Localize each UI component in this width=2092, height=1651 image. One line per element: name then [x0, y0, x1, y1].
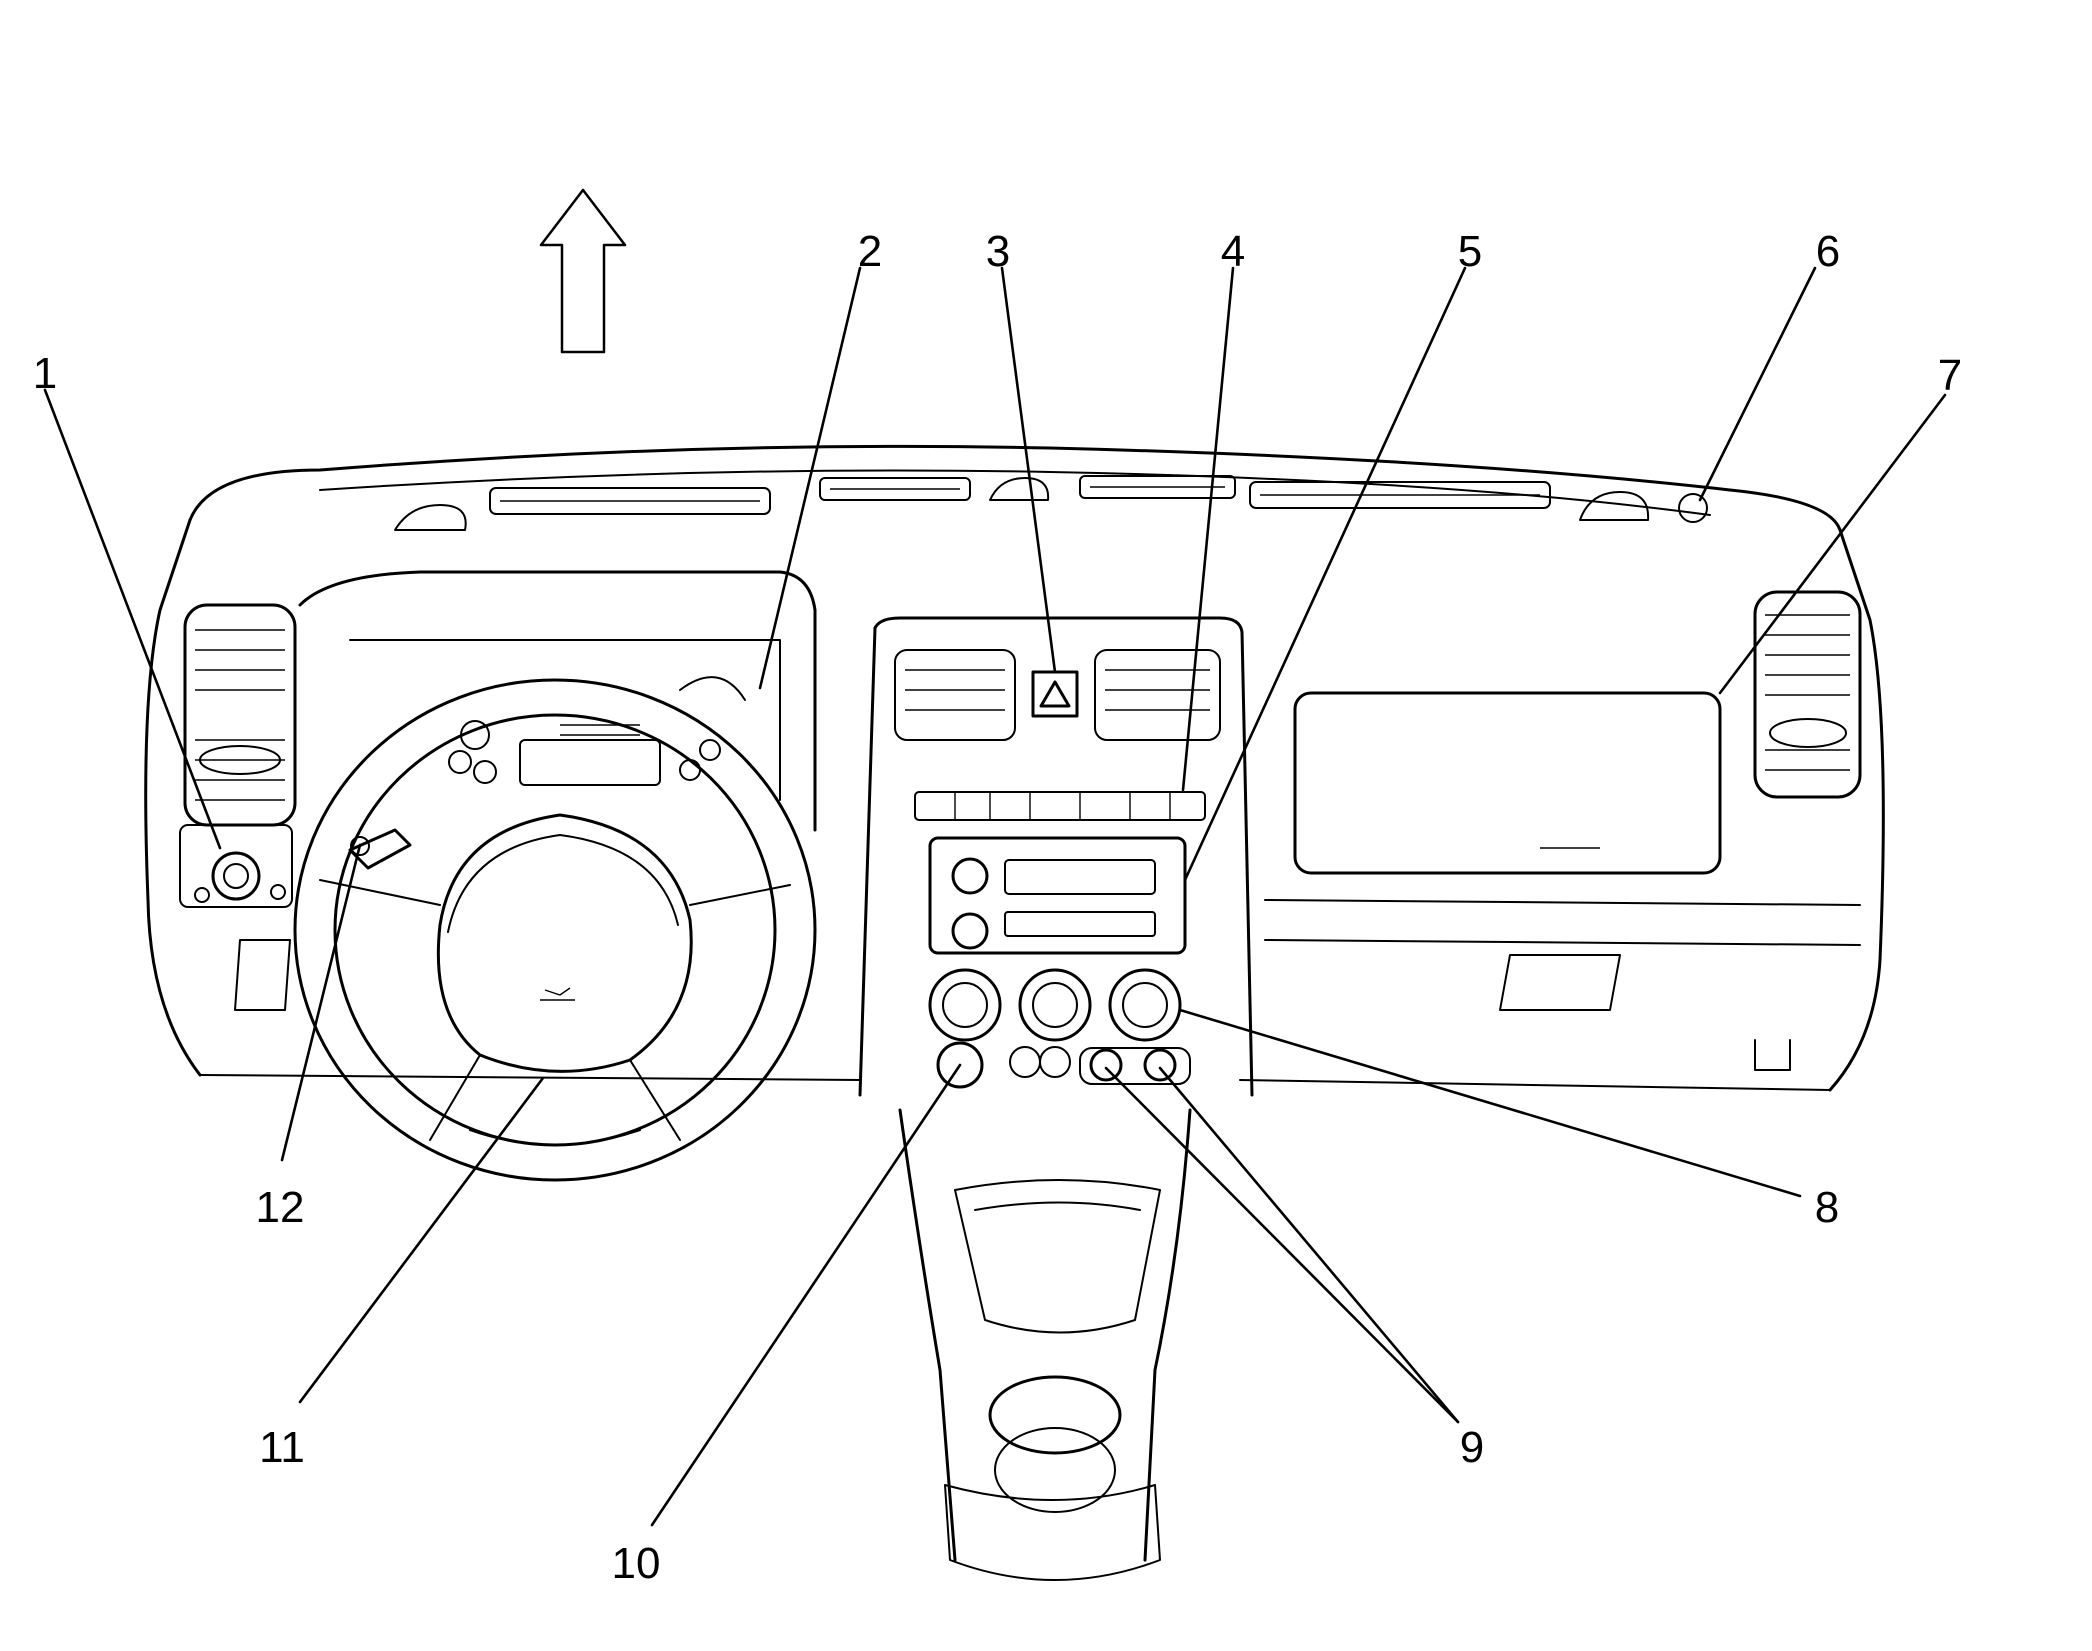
callout-8: 8 — [1815, 1183, 1839, 1232]
lower-switch-right — [1143, 1048, 1177, 1082]
callout-9: 9 — [1460, 1423, 1484, 1472]
instrument-cluster — [298, 570, 817, 832]
headlamp-switch — [179, 824, 293, 908]
callout-5: 5 — [1458, 227, 1482, 276]
callout-7: 7 — [1938, 351, 1962, 400]
steering-wheel — [293, 678, 817, 1182]
callout-labels: 1 2 3 4 5 6 7 8 9 10 11 12 — [33, 227, 1962, 1588]
lower-switch-center — [1089, 1048, 1123, 1082]
center-stack — [858, 616, 1254, 1097]
passenger-airbag — [1293, 691, 1722, 875]
right-air-vent — [1753, 590, 1862, 799]
hvac-knob-right — [1108, 968, 1182, 1042]
forward-arrow — [539, 188, 627, 354]
callout-6: 6 — [1816, 227, 1840, 276]
callout-1: 1 — [33, 349, 57, 398]
dashboard-outline — [144, 444, 1885, 1092]
callout-3: 3 — [986, 227, 1010, 276]
hvac-knob-left — [928, 968, 1002, 1042]
callout-11: 11 — [259, 1423, 305, 1472]
hvac-knob-center — [1018, 968, 1092, 1042]
callout-2: 2 — [858, 227, 882, 276]
floor-console — [898, 1108, 1192, 1581]
radio — [928, 836, 1187, 955]
lower-switch-left — [936, 1041, 984, 1089]
callout-12: 12 — [256, 1183, 305, 1232]
lower-dash — [234, 899, 1861, 1071]
left-air-vent — [183, 603, 297, 827]
hazard-switch — [1031, 670, 1079, 718]
leader-lines — [43, 266, 1947, 1527]
callout-4: 4 — [1221, 227, 1245, 276]
callout-10: 10 — [612, 1539, 661, 1588]
switch-bank — [914, 791, 1206, 821]
